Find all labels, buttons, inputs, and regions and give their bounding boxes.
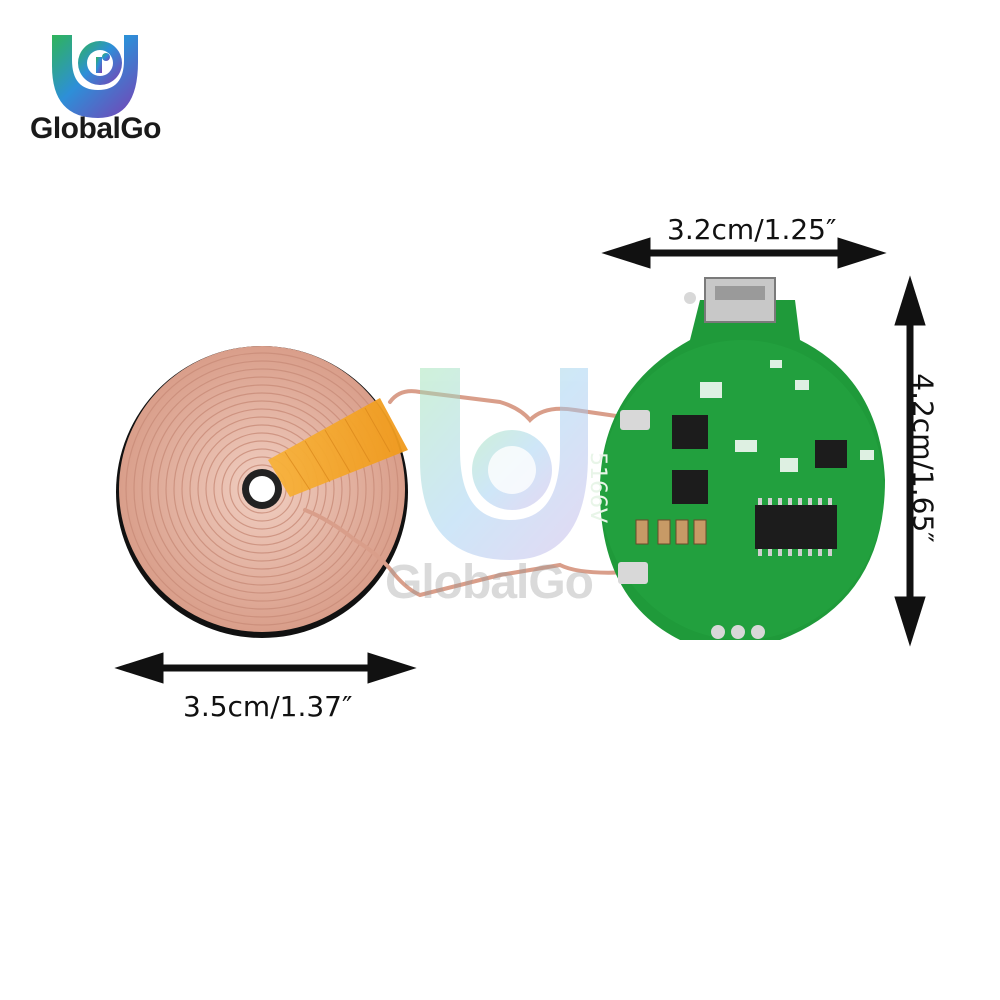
arrow-icon	[114, 237, 926, 684]
brand-name: GlobalGo	[30, 112, 162, 145]
coil-wires	[303, 389, 632, 598]
pcb-silkscreen-label: 5166V	[585, 452, 610, 524]
watermark-logo-icon	[420, 368, 588, 560]
board-width-label: 3.2cm/1.25″	[667, 213, 837, 246]
coil-diameter-label: 3.5cm/1.37″	[183, 690, 353, 723]
board-height-label: 4.2cm/1.65″	[906, 373, 940, 543]
watermark-text: GlobalGo	[385, 556, 594, 609]
coil	[116, 346, 408, 638]
pcb-board	[600, 277, 885, 640]
